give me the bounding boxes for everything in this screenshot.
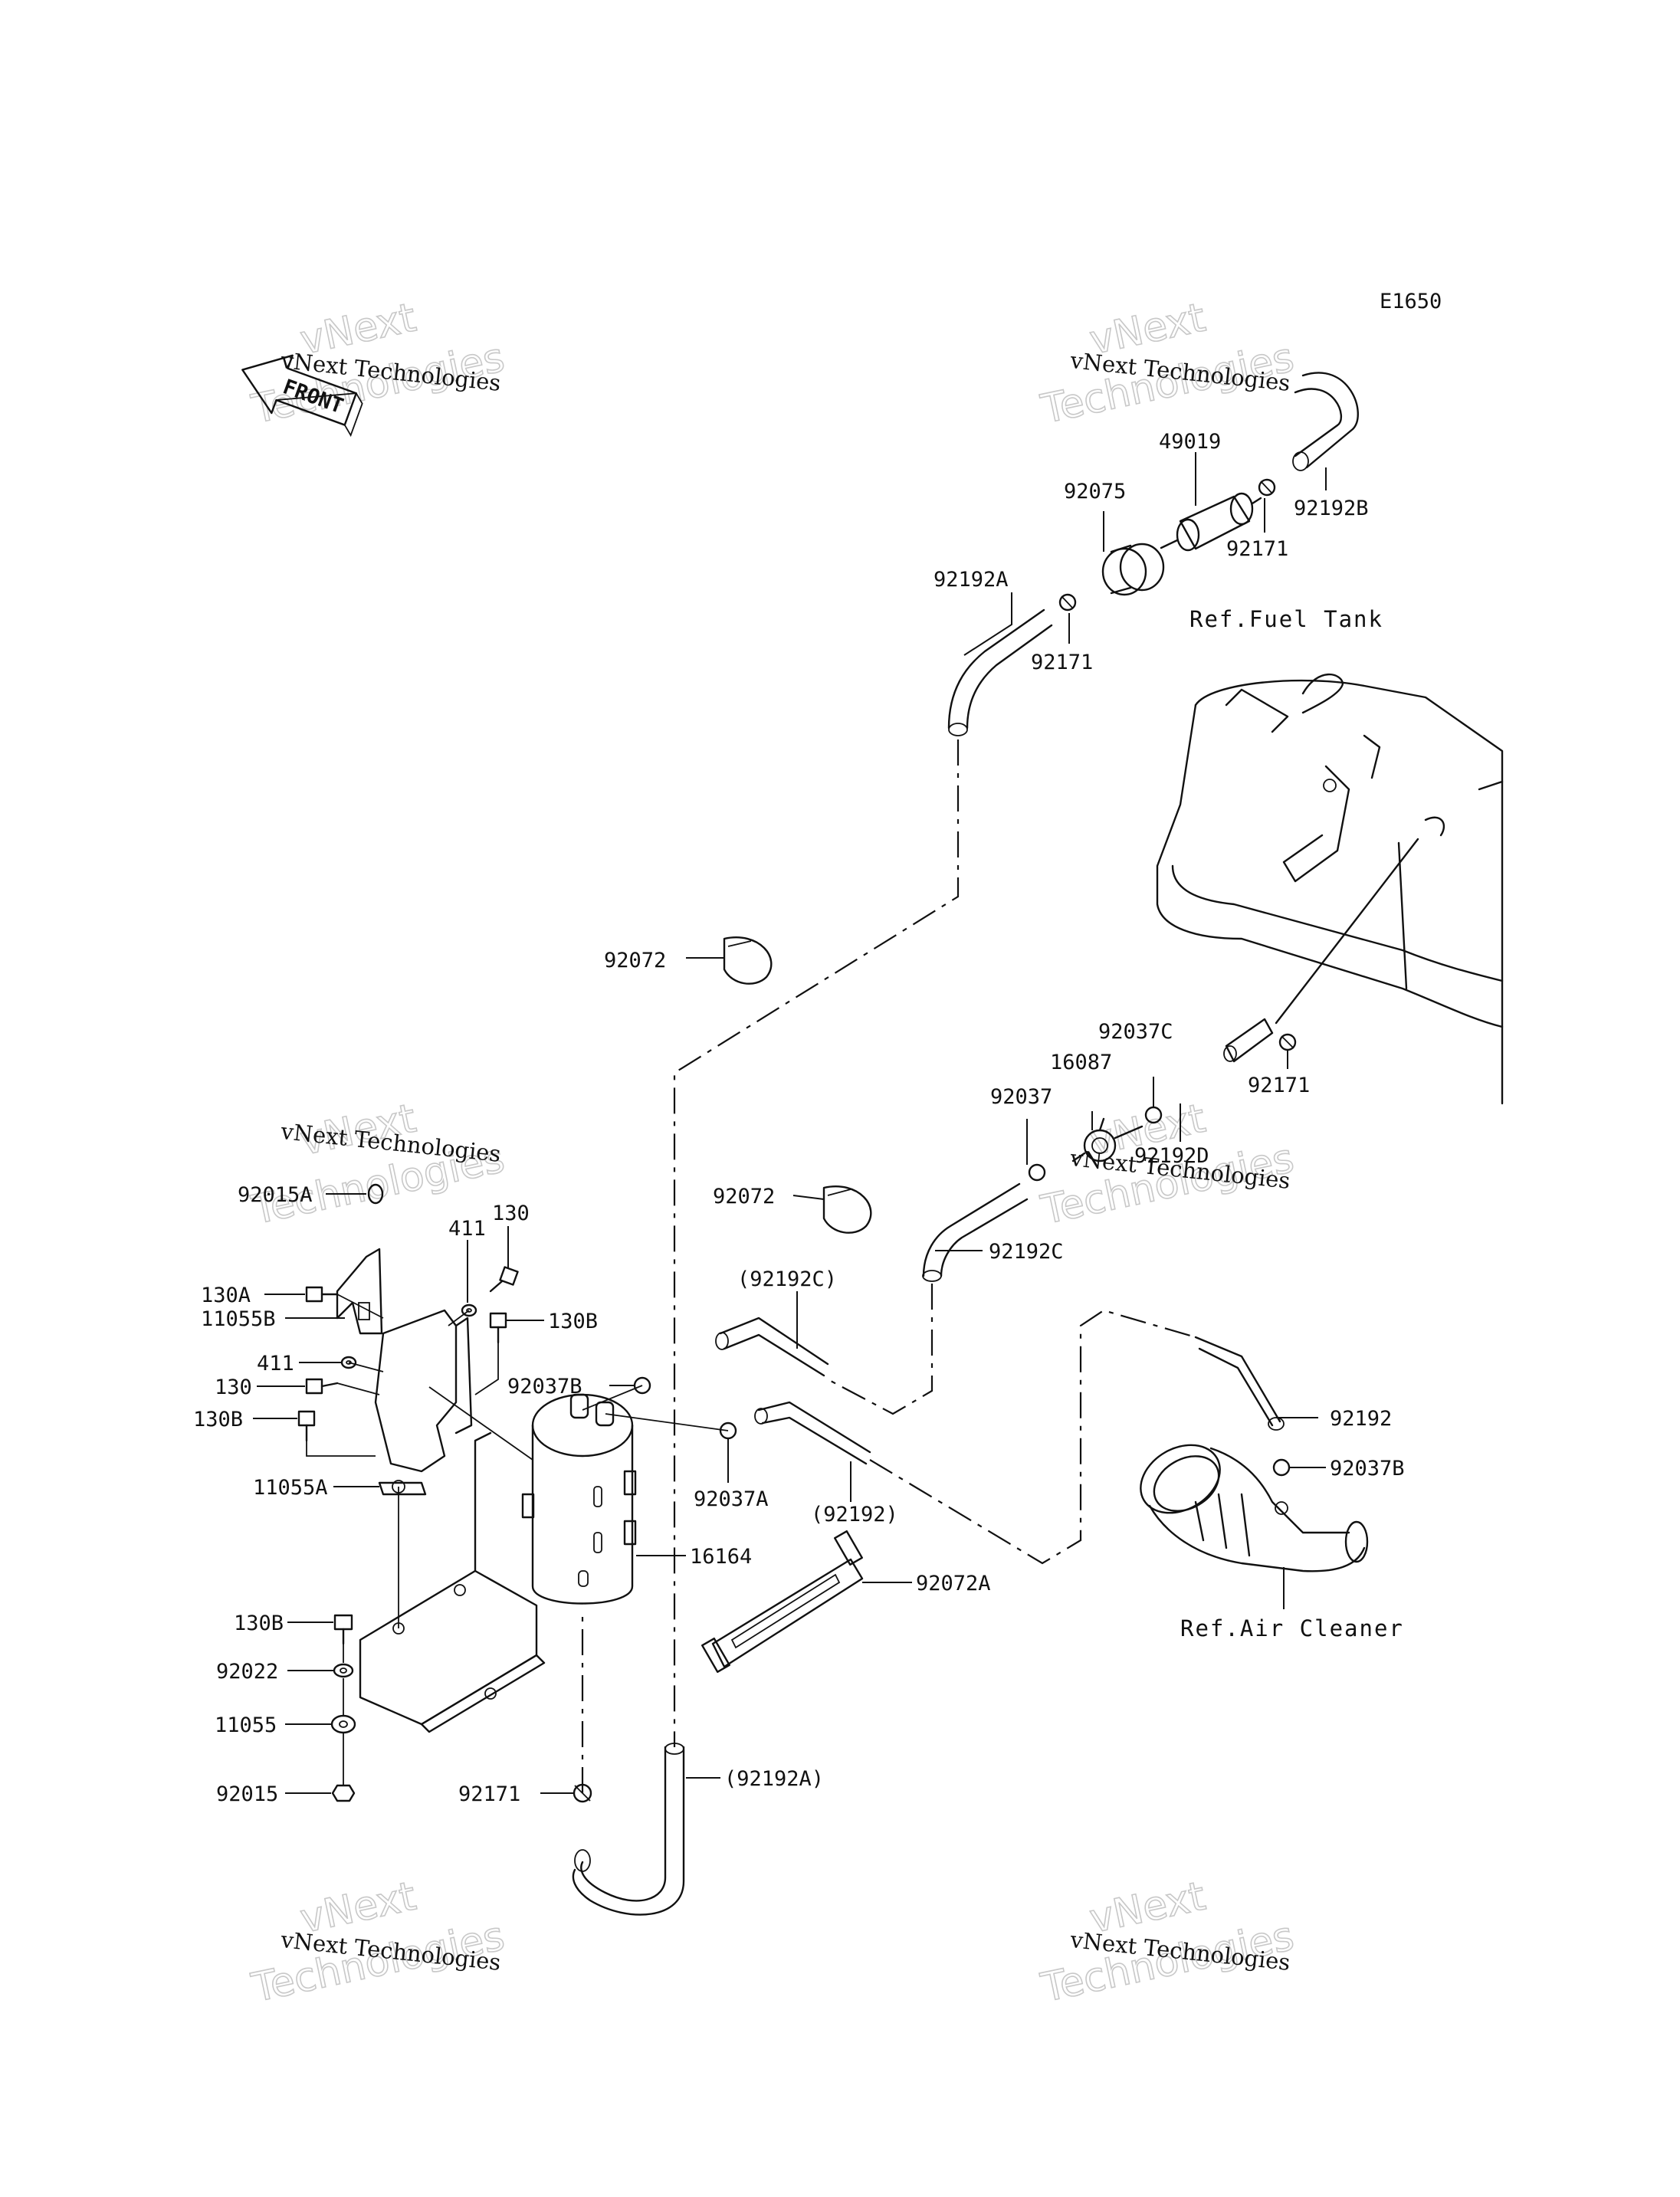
hose-92192D xyxy=(1223,1018,1274,1063)
label-92037B-right: 92037B xyxy=(1330,1457,1405,1481)
label-130-mid: 130 xyxy=(215,1376,252,1399)
route-line-92192C xyxy=(827,1284,934,1415)
clamp-92037 xyxy=(1028,1163,1046,1182)
label-130-top: 130 xyxy=(492,1202,530,1225)
hose-92192-canister xyxy=(754,1401,871,1465)
label-130B-top: 130B xyxy=(548,1310,598,1333)
label-92192C-paren: (92192C) xyxy=(737,1267,837,1291)
label-92037B-left: 92037B xyxy=(507,1375,582,1399)
label-92192-paren: (92192) xyxy=(811,1503,898,1526)
watermark-top-right: vNext Technologies vNext Technologies xyxy=(1036,294,1298,434)
label-130B-bottom: 130B xyxy=(234,1612,284,1635)
label-92037: 92037 xyxy=(990,1085,1052,1109)
label-92171-right: 92171 xyxy=(1248,1074,1310,1097)
hose-92192C-canister xyxy=(715,1317,829,1377)
label-411-top: 411 xyxy=(448,1217,486,1241)
bolt-130-top xyxy=(489,1266,519,1293)
route-line-main xyxy=(673,739,960,1747)
watermark-bottom-left: vNext Technologies vNext Technologies xyxy=(247,1873,509,2012)
washer-92022 xyxy=(333,1663,354,1678)
bolt-130-mid xyxy=(305,1378,339,1395)
canister-16164 xyxy=(521,1393,637,1605)
label-11055A: 11055A xyxy=(253,1476,328,1500)
grommet-11055 xyxy=(330,1714,356,1734)
label-92192A-top: 92192A xyxy=(934,568,1009,592)
label-92171-mid: 92171 xyxy=(1031,651,1093,674)
label-92022: 92022 xyxy=(216,1660,278,1684)
bracket-11055B xyxy=(336,1248,383,1335)
hose-tank-return xyxy=(1275,838,1419,1025)
label-11055B: 11055B xyxy=(201,1307,276,1331)
label-92171-top: 92171 xyxy=(1226,537,1288,561)
air-cleaner-duct xyxy=(1140,1444,1369,1572)
hose-92192A-top xyxy=(947,608,1053,736)
label-92015A: 92015A xyxy=(238,1183,313,1207)
label-16164: 16164 xyxy=(690,1545,752,1569)
clip-92015A xyxy=(367,1183,384,1205)
hose-92192C xyxy=(922,1182,1029,1282)
washer-411-top xyxy=(461,1303,477,1317)
ref-fuel-tank-label: Ref.Fuel Tank xyxy=(1189,606,1383,632)
watermark-bottom-right: vNext Technologies vNext Technologies xyxy=(1036,1873,1298,2012)
bolt-130B-mid xyxy=(297,1410,316,1442)
label-92192B: 92192B xyxy=(1294,497,1369,520)
label-411-mid: 411 xyxy=(257,1352,294,1376)
valve-16087 xyxy=(1071,1117,1144,1162)
fuel-tank xyxy=(1156,673,1504,1105)
hose-92192B xyxy=(1292,372,1359,471)
hose-92192A-lower xyxy=(572,1609,685,1916)
clamp-92171-top xyxy=(1258,478,1276,497)
nut-92015 xyxy=(331,1784,356,1802)
leader-lines xyxy=(253,452,1327,1794)
clamp-92037B-right xyxy=(1272,1458,1291,1477)
label-16087: 16087 xyxy=(1050,1051,1112,1074)
label-92072A: 92072A xyxy=(916,1572,991,1595)
label-49019: 49019 xyxy=(1159,430,1221,454)
label-92171-bottom: 92171 xyxy=(458,1782,520,1806)
guide-lines-bracket xyxy=(306,1294,533,1785)
canister-pipe-link xyxy=(582,1385,729,1431)
bracket-11055A xyxy=(374,1309,473,1496)
label-92192C: 92192C xyxy=(989,1240,1064,1264)
bracket-11055 xyxy=(359,1431,546,1733)
route-line-92192 xyxy=(869,1309,1196,1565)
label-92037A: 92037A xyxy=(694,1487,769,1511)
bolt-130A xyxy=(305,1286,339,1303)
label-130B-mid: 130B xyxy=(193,1408,243,1431)
label-92192D: 92192D xyxy=(1134,1144,1209,1168)
label-11055: 11055 xyxy=(215,1713,277,1737)
clamp-92171-right xyxy=(1278,1033,1297,1051)
clamp-92171-bottom xyxy=(573,1783,592,1803)
bolt-130B-bottom xyxy=(333,1614,353,1645)
ref-air-cleaner-label: Ref.Air Cleaner xyxy=(1180,1615,1404,1641)
label-92192A-paren: (92192A) xyxy=(724,1767,824,1791)
strap-92072A xyxy=(701,1530,864,1674)
fuel-filter-49019 xyxy=(1160,492,1262,552)
label-130A: 130A xyxy=(201,1284,251,1307)
band-92072-lower xyxy=(822,1185,872,1234)
diagram-code: E1650 xyxy=(1380,290,1442,313)
watermark-mid-left: vNext Technologies vNext Technologies xyxy=(247,1095,509,1235)
hose-92192-right xyxy=(1194,1336,1285,1431)
clamp-92171-mid xyxy=(1058,593,1077,612)
bolt-130B-top xyxy=(489,1312,507,1344)
label-92075: 92075 xyxy=(1064,480,1126,503)
fuel-pump-92075 xyxy=(1101,543,1165,596)
label-92192: 92192 xyxy=(1330,1407,1392,1431)
label-92037C: 92037C xyxy=(1098,1020,1173,1044)
label-92072-lower: 92072 xyxy=(713,1185,775,1208)
label-92072-upper: 92072 xyxy=(604,949,666,972)
watermark-top-left: vNext Technologies vNext Technologies xyxy=(247,294,509,434)
band-92072-upper xyxy=(723,936,773,985)
label-92015: 92015 xyxy=(216,1782,278,1806)
